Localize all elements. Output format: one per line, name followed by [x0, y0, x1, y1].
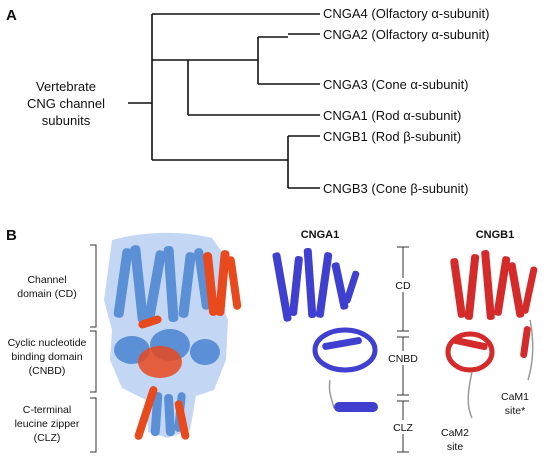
panel-a-label: A	[6, 7, 17, 24]
cngb1-structure	[445, 250, 538, 419]
middle-label-cd: CD	[395, 280, 411, 292]
leaf-label-cngb3: CNGB3 (Cone β-subunit)	[323, 181, 468, 196]
domain-labels: Channel domain (CD) Cyclic nucleotide bi…	[8, 274, 87, 444]
phylogenetic-tree	[128, 13, 320, 189]
cam1-site-label: site*	[505, 405, 525, 417]
domain-label-cnbd: binding domain	[11, 351, 82, 363]
domain-label-clz: leucine zipper	[15, 418, 80, 430]
middle-label-clz: CLZ	[393, 422, 413, 434]
cam1-site-label: CaM1	[501, 391, 529, 403]
cam-site-labels: CaM1 site* CaM2 site	[441, 391, 529, 453]
cngb1-title: CNGB1	[476, 229, 515, 241]
root-label-line: subunits	[42, 113, 91, 128]
root-label: Vertebrate CNG channel subunits	[27, 79, 105, 128]
leaf-label-cnga1: CNGA1 (Rod α-subunit)	[323, 108, 461, 123]
panel-b-label: B	[6, 227, 17, 244]
domain-label-cnbd: Cyclic nucleotide	[8, 337, 87, 349]
middle-label-cnbd: CNBD	[388, 353, 418, 365]
leaf-label-cnga2: CNGA2 (Olfactory α-subunit)	[323, 27, 489, 42]
root-label-line: CNG channel	[27, 96, 105, 111]
cam2-site-label: CaM2	[441, 427, 469, 439]
domain-label-clz: (CLZ)	[34, 432, 61, 444]
cam2-site-label: site	[447, 441, 464, 453]
root-label-line: Vertebrate	[36, 79, 96, 94]
leaf-label-cnga4: CNGA4 (Olfactory α-subunit)	[323, 6, 489, 21]
leaf-label-cngb1: CNGB1 (Rod β-subunit)	[323, 129, 461, 144]
domain-label-cd: Channel	[27, 274, 66, 286]
domain-label-clz: C-terminal	[23, 404, 71, 416]
leaf-label-cnga3: CNGA3 (Cone α-subunit)	[323, 77, 469, 92]
domain-brackets	[90, 244, 97, 453]
cng-channel-tetramer	[104, 232, 242, 440]
domain-label-cnbd: (CNBD)	[29, 365, 66, 377]
cnga1-title: CNGA1	[301, 229, 340, 241]
leaf-labels: CNGA4 (Olfactory α-subunit) CNGA2 (Olfac…	[323, 6, 489, 196]
middle-domain-brackets: CD CNBD CLZ	[386, 246, 420, 453]
cnga1-structure	[272, 248, 378, 412]
domain-label-cd: domain (CD)	[17, 288, 77, 300]
